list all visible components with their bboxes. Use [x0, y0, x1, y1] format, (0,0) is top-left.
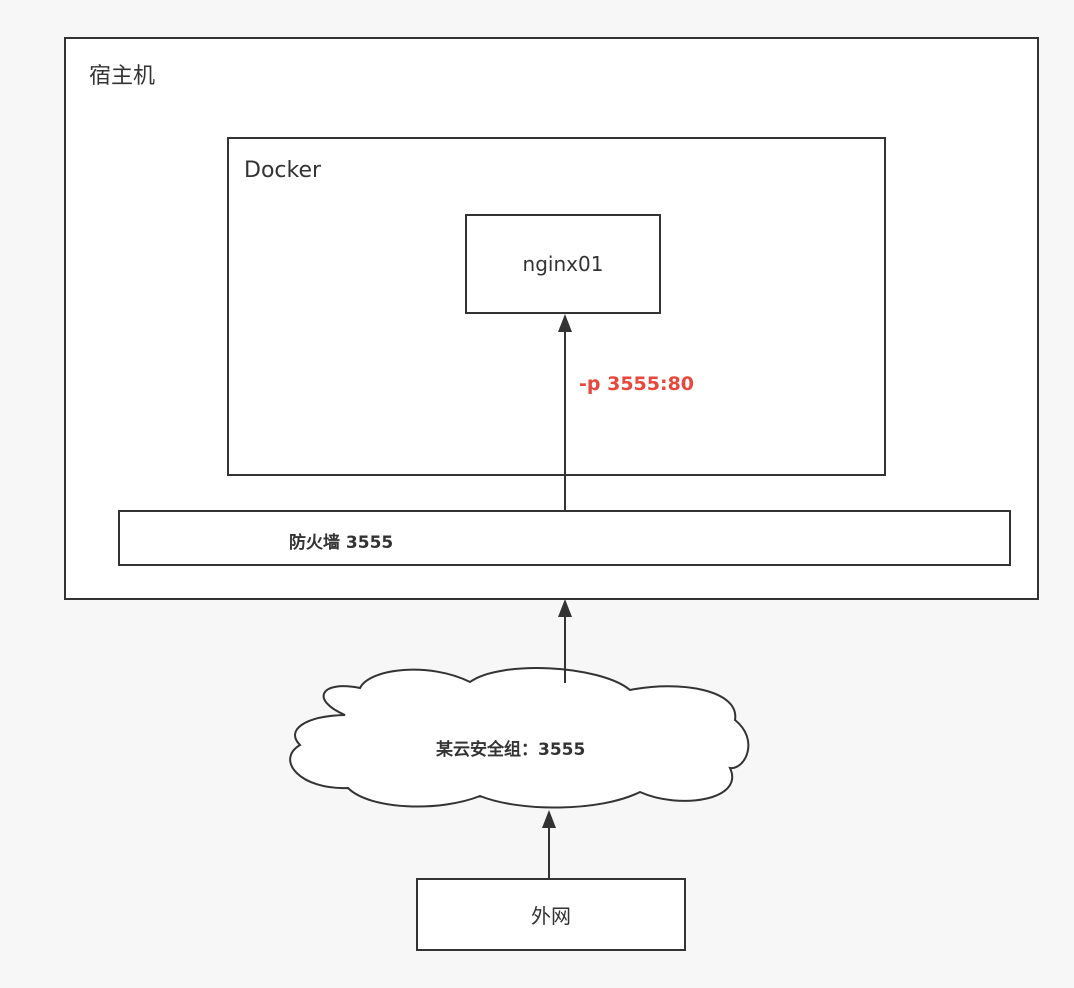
firewall-box [118, 510, 1011, 566]
security-group-label: 某云安全组：3555 [436, 740, 586, 760]
nginx-container-label: nginx01 [522, 252, 604, 276]
host-machine-label: 宿主机 [89, 64, 156, 89]
firewall-label: 防火墙 3555 [289, 533, 394, 553]
arrowhead-host [558, 599, 572, 617]
internet-box [416, 878, 686, 951]
arrowhead-cloud [542, 810, 556, 828]
docker-label: Docker [244, 158, 322, 183]
port-mapping-label: -p 3555:80 [579, 373, 695, 395]
nginx-container-box [465, 214, 661, 314]
internet-label: 外网 [531, 904, 571, 928]
